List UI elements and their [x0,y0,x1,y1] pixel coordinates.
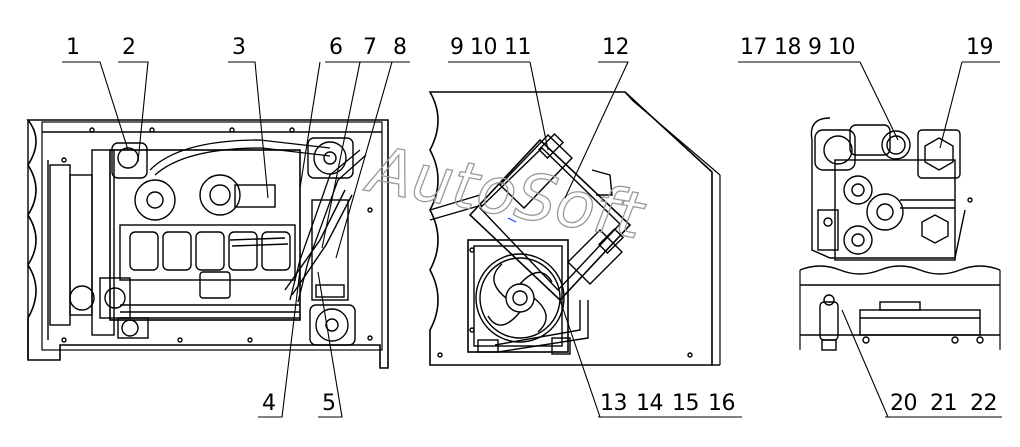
callout-9-right: 9 [808,35,822,60]
callout-13: 13 [600,391,627,416]
callout-5: 5 [322,391,336,416]
callout-20: 20 [890,391,917,416]
leader-lines [62,61,1002,418]
callout-19: 19 [966,35,993,60]
cooling-unit-view [428,91,721,366]
callout-numbers: 1 2 3 6 7 8 4 5 9 10 11 12 13 14 15 16 1… [66,35,998,416]
callout-1: 1 [66,35,80,60]
callout-2: 2 [122,35,136,60]
callout-10-right: 10 [828,35,855,60]
callout-6: 6 [329,35,343,60]
tank-base-view [799,265,1001,351]
callout-16: 16 [708,391,735,416]
callout-22: 22 [970,391,997,416]
engine-top-view [26,119,389,369]
callout-14: 14 [636,391,663,416]
callout-21: 21 [930,391,957,416]
callout-7: 7 [363,35,377,60]
callout-9-mid: 9 [450,35,464,60]
callout-18: 18 [774,35,801,60]
callout-3: 3 [232,35,246,60]
callout-11: 11 [504,35,531,60]
callout-17: 17 [740,35,767,60]
callout-4: 4 [262,391,276,416]
callout-8: 8 [393,35,407,60]
callout-10-mid: 10 [470,35,497,60]
watermark-text: AutoSoft [360,133,651,255]
callout-12: 12 [602,35,629,60]
callout-15: 15 [672,391,699,416]
engine-front-view [810,117,973,261]
